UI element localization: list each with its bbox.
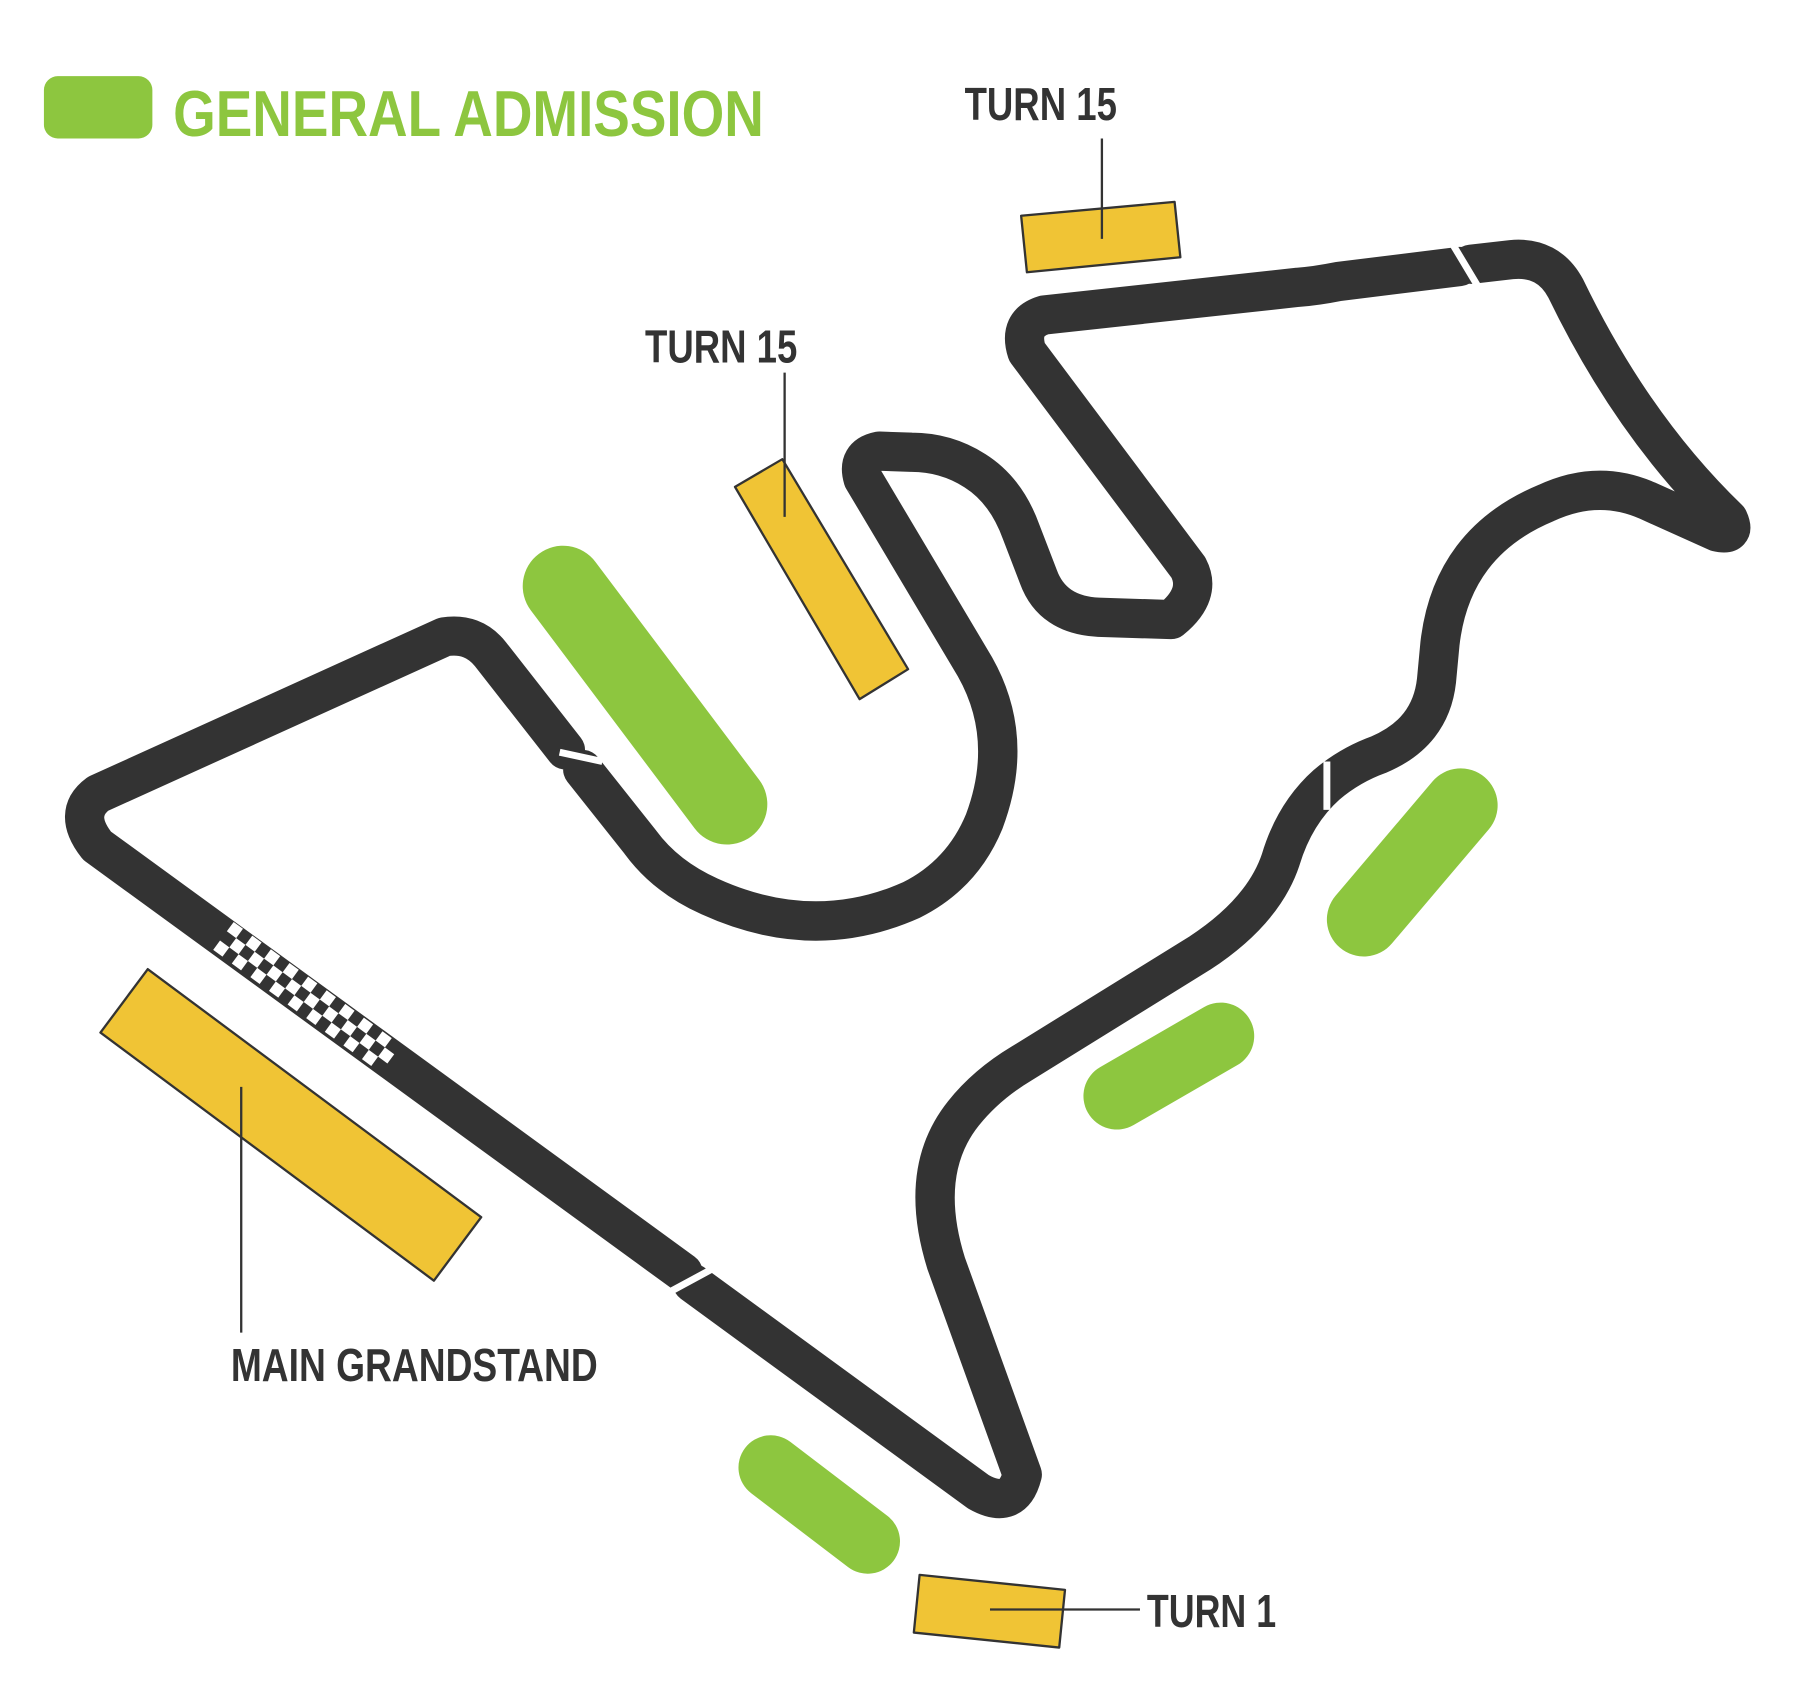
sector-marker-3 [558, 748, 604, 765]
grandstands [99, 200, 1182, 1649]
general-admission-areas [522, 545, 1498, 1574]
grandstand-turn1[interactable] [912, 1573, 1067, 1649]
label-main-grandstand: MAIN GRANDSTAND [231, 1339, 598, 1391]
sector-marker-1 [1448, 240, 1483, 291]
label-turn15-mid: TURN 15 [645, 320, 797, 372]
sector-markers [558, 240, 1483, 1296]
race-track [65, 239, 1751, 1519]
general-admission-legend-swatch [43, 76, 153, 139]
ga-area-turn1[interactable] [738, 1435, 900, 1574]
leader-lines [240, 138, 1140, 1611]
label-turn1: TURN 1 [1147, 1585, 1276, 1637]
general-admission-legend-label: GENERAL ADMISSION [173, 78, 764, 150]
label-turn15-top: TURN 15 [965, 78, 1117, 130]
grandstand-turn15-mid[interactable] [733, 458, 910, 701]
ga-area-east-2[interactable] [1083, 1002, 1255, 1130]
ga-area-inner-esses[interactable] [522, 545, 768, 845]
grandstand-main[interactable] [99, 967, 483, 1282]
sector-marker-4 [667, 1266, 714, 1296]
grandstand-turn15-top[interactable] [1019, 200, 1182, 274]
start-finish-checkered-flag [213, 921, 395, 1066]
ga-area-east-1[interactable] [1326, 768, 1498, 957]
